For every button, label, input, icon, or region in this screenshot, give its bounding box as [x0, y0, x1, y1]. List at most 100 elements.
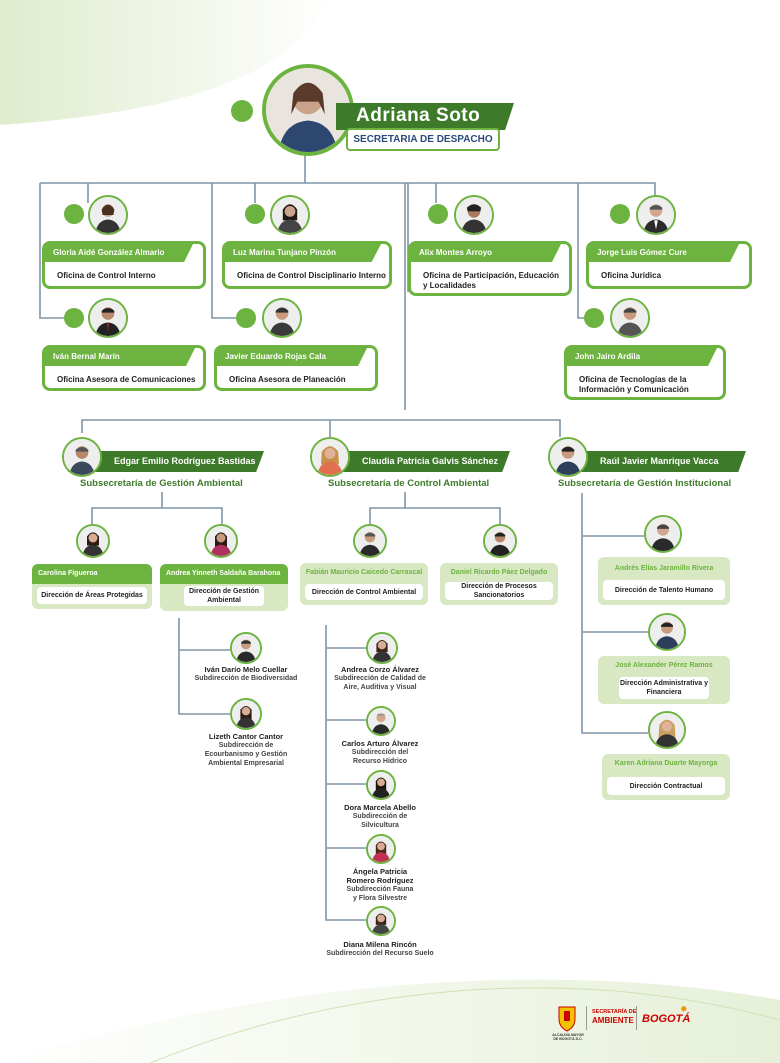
office-card: John Jairo Ardila Oficina de Tecnologías… — [564, 345, 726, 400]
direction-name: Karen Adriana Duarte Mayorga — [614, 760, 718, 767]
person-icon — [368, 772, 394, 798]
office-title: Oficina Jurídica — [601, 271, 662, 280]
office-name: Gloria Aidé González Almario — [45, 244, 193, 262]
person-icon — [232, 700, 260, 728]
person-icon — [368, 836, 394, 862]
bogota-coat-of-arms-logo — [553, 1005, 581, 1033]
person-icon — [264, 300, 300, 336]
subdirection-title: Subdirección de Calidad de Aire, Auditiv… — [334, 675, 426, 691]
avatar — [548, 437, 588, 477]
star-icon: ✸ — [680, 1004, 688, 1014]
subdirection-name: Ángela Patricia Romero Rodríguez — [346, 867, 414, 885]
subdirection-name: Iván Darío Melo Cuellar — [204, 665, 288, 674]
subsecretaria-name: Raúl Javier Manrique Vacca — [600, 456, 719, 466]
subdirection-entry: Iván Darío Melo Cuellar Subdirección de … — [186, 665, 306, 683]
avatar — [76, 524, 110, 558]
office-name: Jorge Luis Gómez Cure — [589, 244, 739, 262]
office-name: Javier Eduardo Rojas Cala — [217, 348, 367, 366]
direction-card: Fabián Mauricio Caicedo Carrascal Direcc… — [300, 563, 428, 605]
office-name: Iván Bernal Marín — [45, 348, 195, 366]
person-icon — [312, 439, 348, 475]
avatar — [644, 515, 682, 553]
logo-secretaria-text: SECRETARÍA DE — [592, 1009, 637, 1015]
direction-card: Andrés Elías Jaramillo Rivera Dirección … — [598, 557, 730, 605]
person-icon — [232, 634, 260, 662]
avatar — [310, 437, 350, 477]
subdirection-title: Subdirección Fauna y Flora Silvestre — [346, 886, 414, 902]
direction-title: Dirección Contractual — [607, 777, 725, 795]
direction-card: Andrea Yinneth Saldaña Barahona Direcció… — [160, 564, 288, 611]
subdirection-name: Diana Milena Rincón — [343, 940, 417, 949]
avatar — [610, 298, 650, 338]
shield-icon — [558, 1006, 576, 1032]
office-card: Iván Bernal Marín Oficina Asesora de Com… — [42, 345, 206, 391]
avatar — [454, 195, 494, 235]
subdirection-name: Carlos Arturo Álvarez — [341, 739, 419, 748]
direction-card: Daniel Ricardo Páez Delgado Dirección de… — [440, 563, 558, 605]
direction-title: Dirección de Talento Humano — [603, 580, 725, 600]
direction-card: José Alexander Pérez Ramos Dirección Adm… — [598, 656, 730, 704]
subsecretaria-name: Claudia Patricia Galvis Sánchez — [362, 456, 499, 466]
connector-dot — [231, 100, 253, 122]
person-icon — [368, 708, 394, 734]
avatar — [262, 298, 302, 338]
direction-card: Karen Adriana Duarte Mayorga Dirección C… — [602, 754, 730, 800]
avatar — [366, 834, 396, 864]
direction-card: Carolina Figueroa Dirección de Áreas Pro… — [32, 564, 152, 609]
subdirection-title: Subdirección de Biodiversidad — [194, 675, 298, 682]
person-icon — [355, 526, 385, 556]
avatar — [648, 711, 686, 749]
person-icon — [272, 197, 308, 233]
subdirection-name: Lizeth Cantor Cantor — [208, 732, 284, 741]
person-icon — [368, 634, 396, 662]
avatar — [366, 632, 398, 664]
subdirection-name: Andrea Corzo Álvarez — [341, 665, 419, 674]
direction-name: Andrés Elías Jaramillo Rivera — [614, 565, 714, 572]
avatar — [636, 195, 676, 235]
subdirection-entry: Carlos Arturo Álvarez Subdirección del R… — [330, 739, 430, 766]
connector-dot — [584, 308, 604, 328]
person-icon — [206, 526, 236, 556]
subsecretaria-title: Subsecretaría de Gestión Institucional — [558, 478, 732, 489]
avatar — [88, 298, 128, 338]
head-role: SECRETARIA DE DESPACHO — [346, 128, 500, 151]
subsecretaria-title: Subsecretaría de Gestión Ambiental — [80, 478, 243, 489]
connector-dot — [428, 204, 448, 224]
subdirection-title: Subdirección del Recurso Suelo — [326, 950, 434, 957]
person-icon — [650, 713, 684, 747]
avatar — [483, 524, 517, 558]
avatar — [230, 632, 262, 664]
direction-title: Dirección de Gestión Ambiental — [184, 586, 264, 606]
subdirection-entry: Ángela Patricia Romero Rodríguez Subdire… — [330, 867, 430, 903]
head-name-band — [336, 103, 514, 130]
person-icon — [78, 526, 108, 556]
office-name: John Jairo Ardila — [567, 348, 717, 366]
person-icon — [650, 615, 684, 649]
direction-title: Dirección de Procesos Sancionatorios — [445, 582, 553, 600]
office-title: Oficina de Control Disciplinario Interno — [237, 271, 386, 280]
office-card: Alix Montes Arroyo Oficina de Participac… — [408, 241, 572, 296]
subdirection-entry: Diana Milena Rincón Subdirección del Rec… — [316, 940, 444, 958]
subdirection-name: Dora Marcela Abello — [344, 803, 416, 812]
person-icon — [612, 300, 648, 336]
head-name: Adriana Soto — [356, 105, 481, 126]
office-title: Oficina de Control Interno — [57, 271, 156, 280]
avatar — [270, 195, 310, 235]
subsecretaria-name-band: Claudia Patricia Galvis Sánchez — [316, 451, 510, 472]
office-title: Oficina Asesora de Comunicaciones — [57, 375, 196, 384]
office-title: Oficina Asesora de Planeación — [229, 375, 346, 384]
connector-dot — [64, 308, 84, 328]
connector-dot — [610, 204, 630, 224]
avatar — [88, 195, 128, 235]
person-icon — [550, 439, 586, 475]
logo-divider — [636, 1006, 637, 1030]
person-icon — [64, 439, 100, 475]
avatar — [366, 706, 396, 736]
office-card: Luz Marina Tunjano Pinzón Oficina de Con… — [222, 241, 392, 289]
subdirection-entry: Lizeth Cantor Cantor Subdirección de Eco… — [198, 732, 294, 768]
direction-name: Daniel Ricardo Páez Delgado — [450, 569, 548, 576]
subsecretaria-title: Subsecretaría de Control Ambiental — [328, 478, 490, 489]
avatar — [366, 906, 396, 936]
logo-ambiente-text: AMBIENTE — [592, 1016, 634, 1025]
